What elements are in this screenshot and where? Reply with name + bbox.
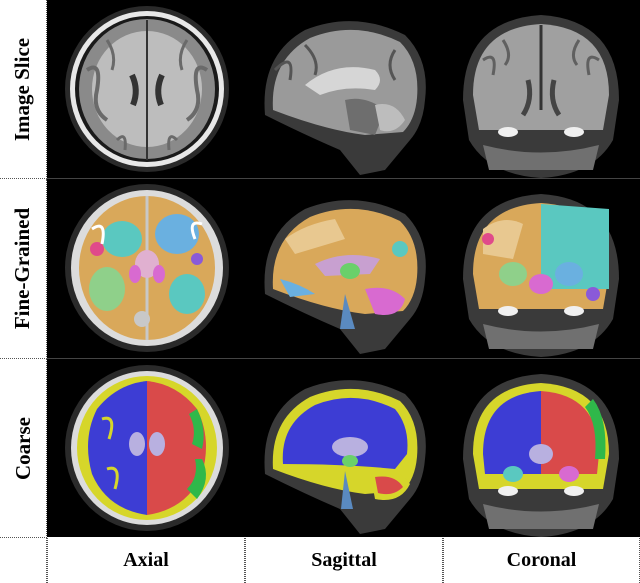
column-label-text: Axial xyxy=(123,549,169,571)
coronal-coarse xyxy=(443,359,640,537)
column-label-axial: Axial xyxy=(47,538,245,583)
row-label-coarse: Coarse xyxy=(0,359,47,538)
column-label-text: Sagittal xyxy=(311,549,377,571)
image-grid xyxy=(47,0,640,537)
sagittal-image-slice xyxy=(245,0,443,178)
corner-cell xyxy=(0,538,47,583)
axial-image-slice xyxy=(47,0,245,178)
axial-coarse xyxy=(47,359,245,537)
sagittal-fine-grained xyxy=(245,179,443,358)
coronal-fine-grained xyxy=(443,179,640,358)
row-label-text: Image Slice xyxy=(10,37,35,141)
row-label-text: Coarse xyxy=(10,416,35,480)
axial-fine-grained xyxy=(47,179,245,358)
column-label-sagittal: Sagittal xyxy=(245,538,443,583)
sagittal-coarse xyxy=(245,359,443,537)
row-label-image-slice: Image Slice xyxy=(0,0,47,179)
column-label-text: Coronal xyxy=(506,549,577,571)
row-label-fine-grained: Fine-Grained xyxy=(0,179,47,359)
row-label-text: Fine-Grained xyxy=(10,207,35,330)
column-label-coronal: Coronal xyxy=(443,538,640,583)
row-separator xyxy=(47,358,640,359)
row-separator xyxy=(47,178,640,179)
coronal-image-slice xyxy=(443,0,640,178)
